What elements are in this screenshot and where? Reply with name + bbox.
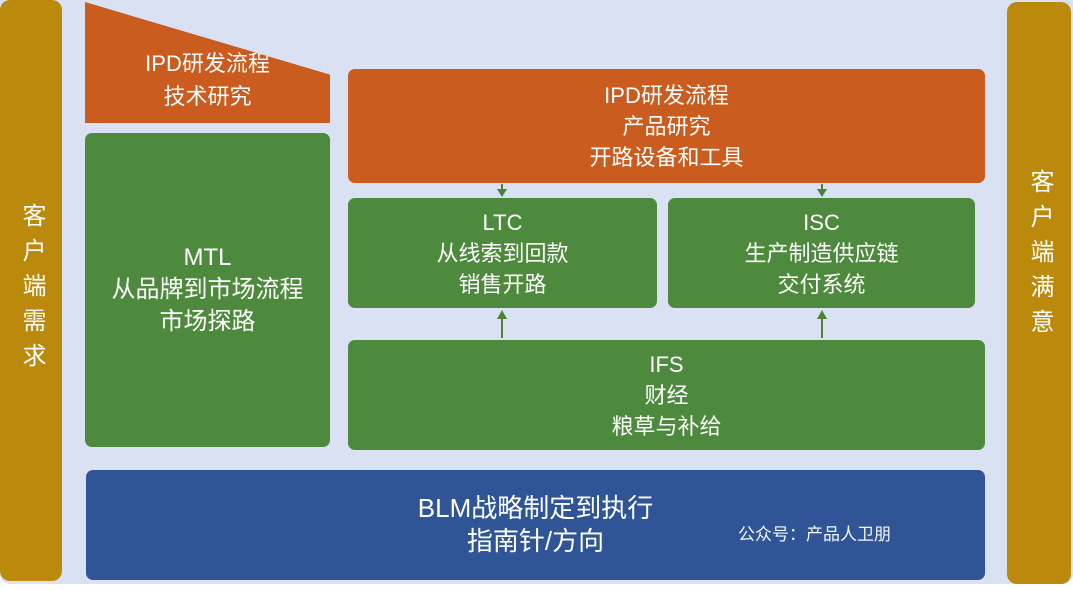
arrow-up-icon: [496, 310, 508, 338]
mtl-line3: 市场探路: [159, 308, 256, 335]
arrow-up-icon: [816, 310, 828, 338]
blm-line1: BLM战略制定到执行: [417, 493, 654, 523]
customer-satisfaction-bar: 客户端满意: [1007, 2, 1071, 584]
mtl-box: MTL 从品牌到市场流程 市场探路: [85, 133, 330, 447]
blm-box: BLM战略制定到执行 指南针/方向 公众号：产品人卫朋: [86, 470, 985, 580]
arrow-down-icon: [816, 184, 828, 197]
ltc-title: LTC: [482, 209, 523, 235]
ipd-product-line2: 产品研究: [622, 113, 711, 139]
ifs-line3: 粮草与补给: [611, 413, 722, 439]
ltc-line2: 从线索到回款: [436, 240, 569, 266]
blm-line2: 指南针/方向: [466, 526, 605, 556]
ifs-box: IFS 财经 粮草与补给: [348, 340, 985, 450]
ifs-title: IFS: [649, 351, 684, 377]
ipd-tech-research-line2: 技术研究: [163, 84, 252, 109]
customer-satisfaction-label: 客户端满意: [1026, 168, 1053, 344]
isc-title: ISC: [803, 209, 840, 235]
isc-line2: 生产制造供应链: [744, 240, 899, 266]
ifs-line2: 财经: [644, 382, 689, 408]
watermark-text: 公众号：产品人卫朋: [738, 525, 891, 544]
customer-demand-bar: 客户端需求: [0, 0, 62, 581]
mtl-title: MTL: [183, 244, 232, 271]
ipd-product-line1: IPD研发流程: [604, 82, 729, 108]
isc-line3: 交付系统: [777, 271, 866, 297]
isc-box: ISC 生产制造供应链 交付系统: [668, 198, 975, 308]
ltc-line3: 销售开路: [458, 271, 547, 297]
ipd-product-line3: 开路设备和工具: [589, 144, 744, 170]
ipd-tech-research-line1: IPD研发流程: [145, 51, 270, 76]
mtl-line2: 从品牌到市场流程: [111, 276, 304, 303]
arrow-down-icon: [496, 184, 508, 197]
customer-demand-label: 客户端需求: [18, 203, 45, 378]
ipd-product-research-box: IPD研发流程 产品研究 开路设备和工具: [348, 69, 985, 183]
ltc-box: LTC 从线索到回款 销售开路: [348, 198, 657, 308]
